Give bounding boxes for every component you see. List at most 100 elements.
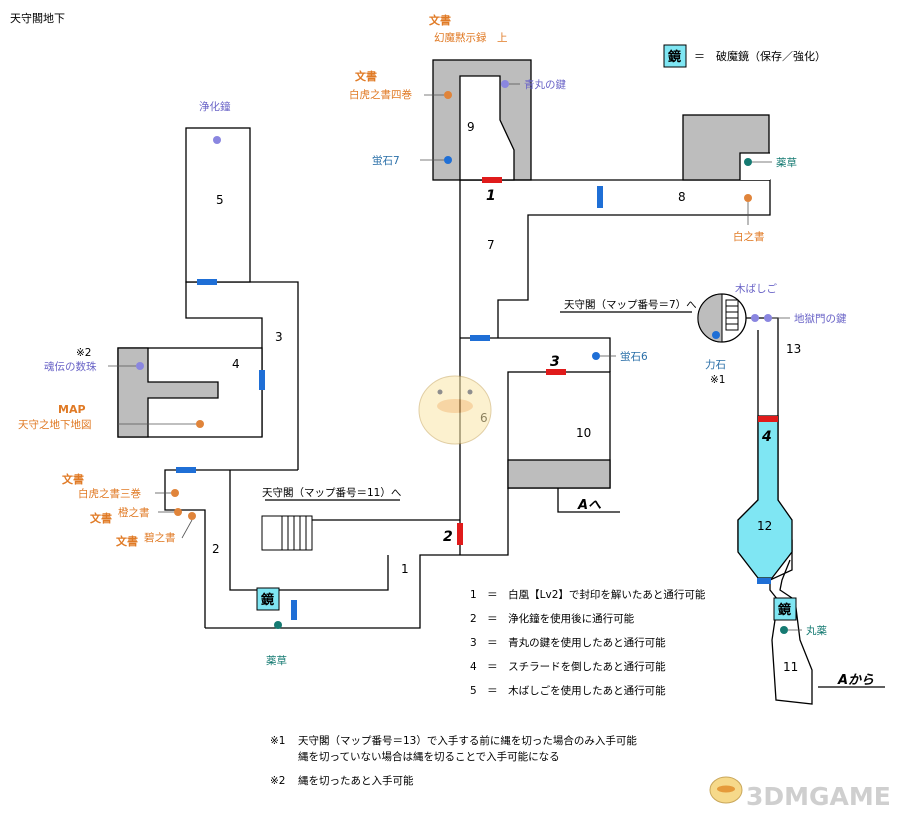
legend-mirror-text: 破魔鏡（保存／強化） <box>716 49 826 63</box>
leader-lines <box>108 83 802 631</box>
room-11-label: 11 <box>783 660 798 674</box>
to-map11-label: 天守閣（マップ番号＝11）へ <box>262 486 401 499</box>
room-13-label: 13 <box>786 342 801 356</box>
gate-4 <box>758 416 778 422</box>
room-5-label: 5 <box>216 193 224 207</box>
label-hotaru7: 蛍石7 <box>372 154 400 167</box>
mirror-symbol-room2: 鏡 <box>261 592 274 608</box>
mirror-legend-symbol: 鏡 <box>668 49 681 65</box>
room-6-top <box>460 337 611 372</box>
label-haku-book: 白之書 <box>733 230 765 243</box>
dot-seiryu-key <box>501 80 509 88</box>
room-4-label: 4 <box>232 357 240 371</box>
gate-4-label: 4 <box>761 429 772 445</box>
dot-hotaru6 <box>592 352 600 360</box>
label-heki-book: 碧之書 <box>144 531 176 544</box>
doc-label-heki: 文書 <box>116 534 138 548</box>
dot-rikiseki <box>712 331 720 339</box>
label-jouka-bell: 浄化鐘 <box>199 100 231 113</box>
dot-jouka-bell <box>213 136 221 144</box>
mirror-legend-icon <box>663 44 687 68</box>
room-10-label: 10 <box>576 426 591 440</box>
label-note2-mark: ※2 <box>76 347 91 359</box>
room-7-label: 7 <box>487 238 495 252</box>
door-4 <box>259 370 265 390</box>
dot-byakko3 <box>171 489 179 497</box>
dot-haku-book <box>744 194 752 202</box>
to-map7-label: 天守閣（マップ番号＝7）へ <box>564 298 697 311</box>
room-8-label: 8 <box>678 190 686 204</box>
watermark-logo: 3DMGAME <box>709 776 891 811</box>
label-yakusou-2: 薬草 <box>266 655 287 667</box>
gate-3-label: 3 <box>550 354 560 370</box>
footnote-2-mark: ※2 <box>270 775 285 787</box>
map-title: 天守閣地下 <box>10 11 65 25</box>
a-from-label: Aから <box>837 673 874 688</box>
label-dai-book: 橙之書 <box>118 506 150 519</box>
label-byakko3: 白虎之書三巻 <box>78 487 141 500</box>
stairs-11 <box>261 515 313 551</box>
mirror-icon-room11 <box>773 597 797 621</box>
watermark-text: 3DMGAME <box>746 782 891 811</box>
dot-dai-book <box>174 508 182 516</box>
dot-byakko4 <box>444 91 452 99</box>
room-8-notch <box>740 153 770 180</box>
label-byakko4: 白虎之書四巻 <box>349 88 412 101</box>
label-tamashii: 魂伝の数珠 <box>44 360 97 373</box>
dot-heki-book <box>188 512 196 520</box>
a-to-label: Aへ <box>577 498 602 513</box>
room-4-gray <box>117 347 219 438</box>
doc-label-byakko3: 文書 <box>62 472 84 486</box>
ladder <box>725 299 739 331</box>
label-genma-upper: 幻魔黙示録 上 <box>434 31 508 44</box>
label-gan: 丸薬 <box>806 624 827 637</box>
gate-note-5: 5 ＝ 木ばしごを使用したあと通行可能 <box>470 684 666 697</box>
label-yakusou-8: 薬草 <box>776 157 797 169</box>
room-3-label: 3 <box>275 330 283 344</box>
room-1-walls <box>205 520 460 629</box>
blue-doors <box>176 186 771 620</box>
room-8-notch-wall <box>739 152 770 180</box>
door-8 <box>597 186 603 208</box>
label-rikiseki: 力石 <box>705 358 726 371</box>
door-7 <box>470 335 490 341</box>
door-2 <box>291 600 297 620</box>
mirror-icon-room2 <box>256 587 280 611</box>
room-12-label: 12 <box>757 519 772 533</box>
mascot-watermark <box>418 375 492 445</box>
ladder-rungs <box>726 305 738 325</box>
map-item-label: MAP <box>58 403 86 416</box>
doc-label-byakko4: 文書 <box>355 69 377 83</box>
gate-1 <box>482 177 502 183</box>
doc-label-dai: 文書 <box>90 511 112 525</box>
mirror-symbol-room11: 鏡 <box>778 602 791 618</box>
room-10-gray <box>507 459 611 489</box>
label-hotaru6: 蛍石6 <box>620 350 648 363</box>
label-tenshu-map: 天守之地下地図 <box>18 418 92 431</box>
red-gates <box>457 177 778 545</box>
room-1-label: 1 <box>401 562 409 576</box>
label-kibashigo: 木ばしご <box>735 282 777 295</box>
room-9-label: 9 <box>467 120 475 134</box>
gate-note-1: 1 ＝ 白凰【Lv2】で封印を解いたあと通行可能 <box>470 588 706 601</box>
gate-note-4: 4 ＝ スチラードを倒したあと通行可能 <box>470 660 666 673</box>
dot-hotaru7 <box>444 156 452 164</box>
legend-equals: ＝ <box>694 50 705 63</box>
room-2-walls <box>164 469 298 628</box>
gate-2 <box>457 523 463 545</box>
dot-tenshu-map <box>196 420 204 428</box>
gate-1-label: 1 <box>486 188 496 204</box>
room-5-outline <box>185 127 251 283</box>
footnote-1-line1: 天守閣（マップ番号＝13）で入手する前に縄を切った場合のみ入手可能 <box>298 734 637 747</box>
dot-gan <box>780 626 788 634</box>
label-note1-mark: ※1 <box>710 374 725 386</box>
gate-2-label: 2 <box>443 529 453 545</box>
a-exit-line <box>557 488 620 513</box>
footnote-1-mark: ※1 <box>270 735 285 747</box>
footnote-2-line1: 縄を切ったあと入手可能 <box>298 774 414 787</box>
dot-jigoku-key <box>764 314 772 322</box>
label-seiryu-key: 青丸の鍵 <box>524 78 566 91</box>
door-5 <box>197 279 217 285</box>
